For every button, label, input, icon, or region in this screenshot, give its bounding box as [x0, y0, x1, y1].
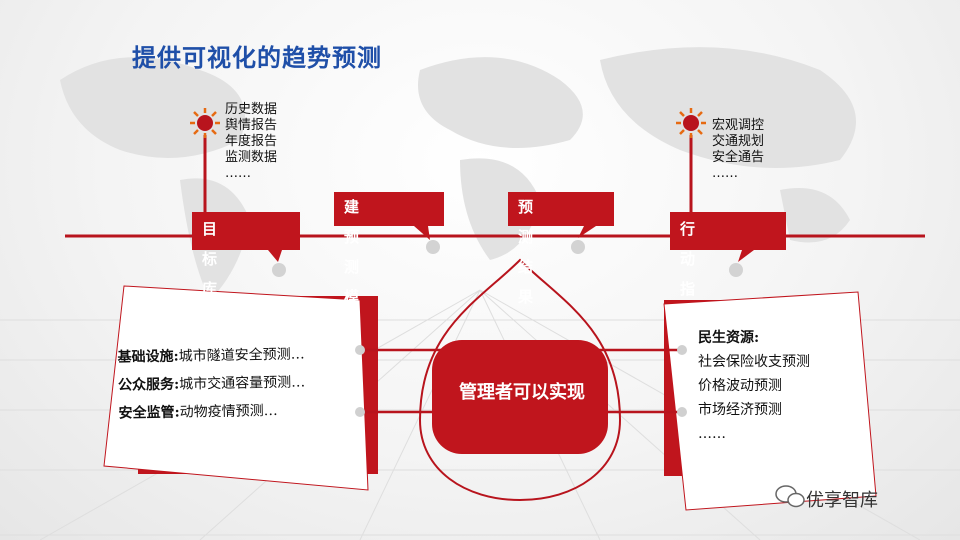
left-card-row: 公众服务:城市交通容量预测…: [117, 374, 306, 394]
list-item: 监测数据: [225, 150, 278, 165]
list-item: 价格波动预测: [698, 378, 782, 394]
step-bubbles: [192, 192, 786, 262]
top-left-list: 历史数据 舆情报告 年度报告 监测数据 ……: [225, 102, 277, 182]
list-item: 年度报告: [225, 134, 278, 149]
left-card-content: 基础设施:城市隧道安全预测… 公众服务:城市交通容量预测… 安全监管:动物疫情预…: [117, 340, 306, 427]
connector-dots: [355, 345, 687, 417]
left-sun-icon: [190, 108, 220, 138]
list-item: ……: [698, 426, 726, 442]
timeline-dots: [272, 240, 743, 277]
center-label: 管理者可以实现: [459, 382, 585, 403]
world-map-background: [60, 47, 856, 300]
list-item: 舆情报告: [225, 118, 278, 133]
wechat-icon: [775, 485, 805, 508]
left-card: [103, 285, 369, 491]
top-right-list: 宏观调控 交通规划 安全通告 ……: [712, 118, 764, 182]
list-item: 社会保险收支预测: [698, 354, 810, 370]
left-card-row: 基础设施:城市隧道安全预测…: [117, 346, 305, 366]
list-item: 安全通告: [712, 150, 765, 165]
list-item: 市场经济预测: [698, 402, 782, 418]
right-sun-icon: [676, 108, 706, 138]
drop-outline: [418, 258, 622, 502]
list-item: 历史数据: [225, 102, 278, 117]
list-item: ……: [225, 166, 251, 181]
right-card: [663, 291, 877, 511]
center-shape: [432, 340, 608, 454]
list-item: ……: [712, 166, 738, 181]
watermark: 优享智库: [806, 490, 878, 511]
page-title: 提供可视化的趋势预测: [132, 44, 382, 72]
right-card-content: 民生资源: 社会保险收支预测 价格波动预测 市场经济预测 ……: [698, 326, 810, 446]
left-card-row: 安全监管:动物疫情预测…: [118, 402, 278, 422]
list-item: 宏观调控: [712, 118, 765, 133]
list-item: 交通规划: [712, 134, 765, 149]
right-card-heading: 民生资源:: [698, 330, 760, 346]
